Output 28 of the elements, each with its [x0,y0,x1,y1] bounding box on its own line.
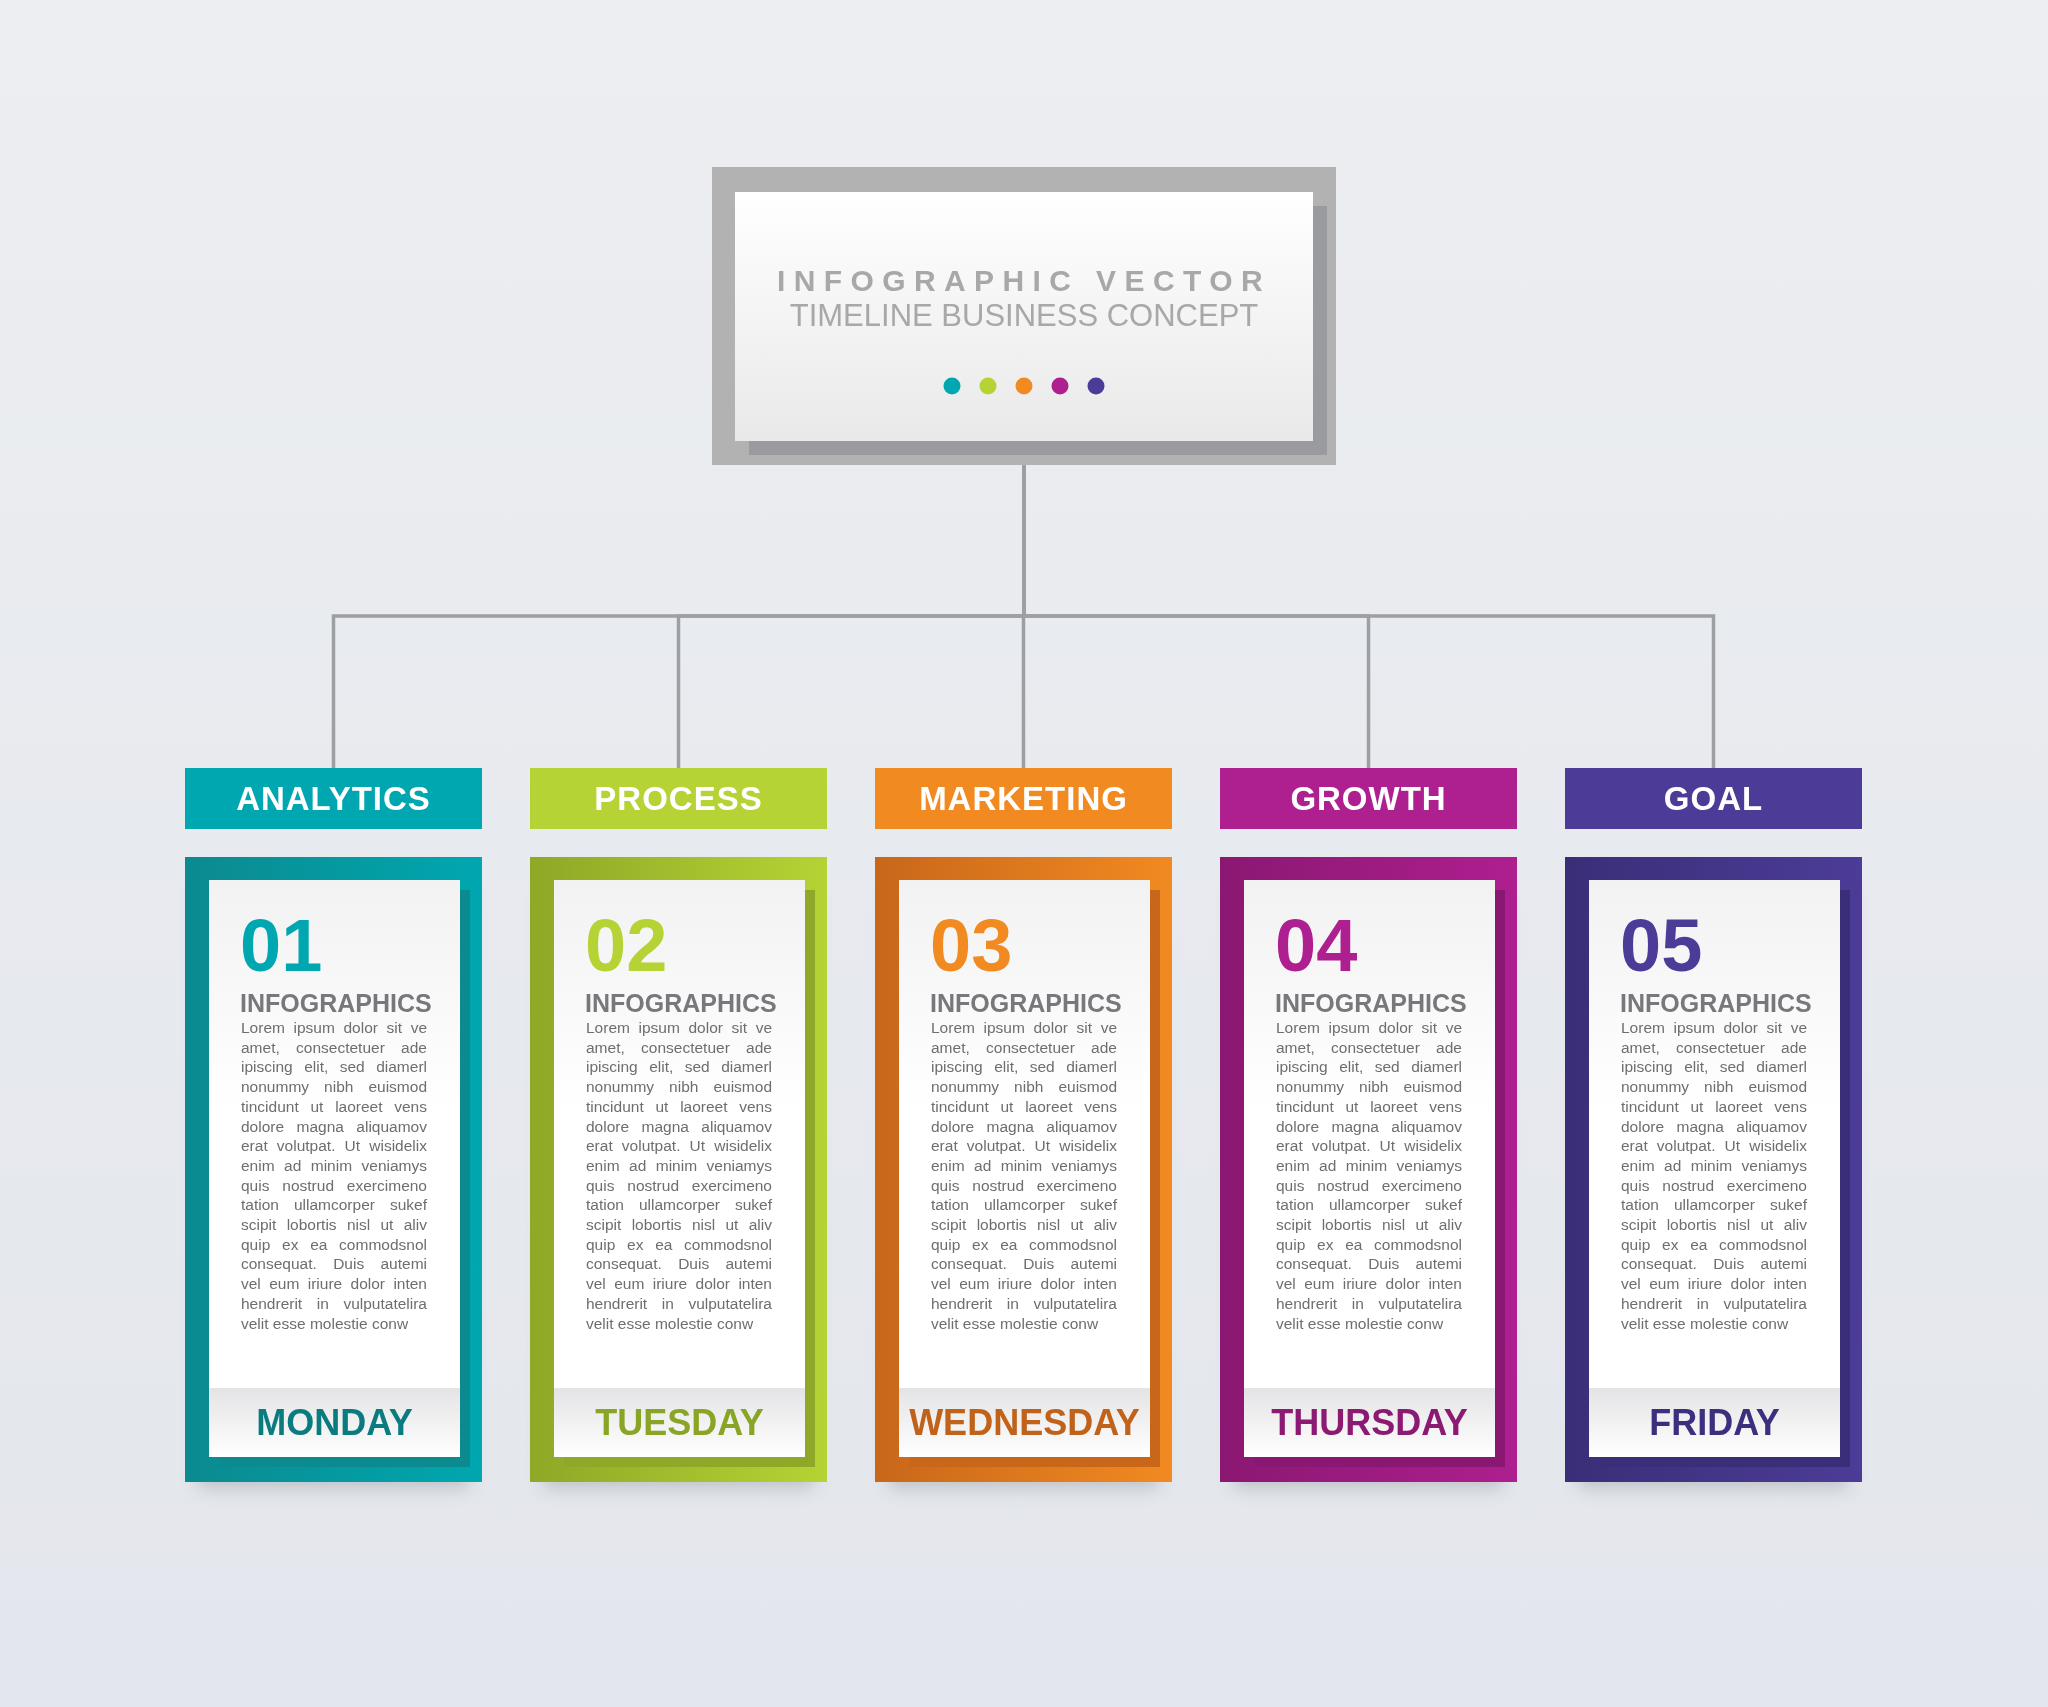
step-number: 02 [585,909,668,983]
step-number: 01 [240,909,323,983]
category-tab: GOAL [1565,768,1862,829]
body-paragraph: Lorem ipsum dolor sit ve amet, consectetuer ade ipiscing elit, sed diamerl nonummy nibh euismod tincidunt ut laoreet vens dolore magna aliquamov erat volutpat. Ut wisidelix enim ad minim veniamys quis nostrud exercimeno tation ullamcorper sukef scipit lobortis nisl ut aliv quip ex ea commodsnol consequat. Duis autemi vel eum iriure dolor inten hendrerit in vulputatelira velit esse molestie conw [241,1018,427,1334]
title-heading: INFOGRAPHIC VECTOR [776,264,1272,298]
category-tab: ANALYTICS [185,768,482,829]
category-tab: MARKETING [875,768,1172,829]
step-number: 04 [1275,909,1358,983]
body-paragraph: Lorem ipsum dolor sit ve amet, consectetuer ade ipiscing elit, sed diamerl nonummy nibh euismod tincidunt ut laoreet vens dolore magna aliquamov erat volutpat. Ut wisidelix enim ad minim veniamys quis nostrud exercimeno tation ullamcorper sukef scipit lobortis nisl ut aliv quip ex ea commodsnol consequat. Duis autemi vel eum iriure dolor inten hendrerit in vulputatelira velit esse molestie conw [586,1018,772,1334]
card-heading: INFOGRAPHICS [240,989,430,1018]
step-card [1565,857,1862,1482]
step-card [1220,857,1517,1482]
body-paragraph: Lorem ipsum dolor sit ve amet, consectetuer ade ipiscing elit, sed diamerl nonummy nibh euismod tincidunt ut laoreet vens dolore magna aliquamov erat volutpat. Ut wisidelix enim ad minim veniamys quis nostrud exercimeno tation ullamcorper sukef scipit lobortis nisl ut aliv quip ex ea commodsnol consequat. Duis autemi vel eum iriure dolor inten hendrerit in vulputatelira velit esse molestie conw [1621,1018,1807,1334]
category-tab: PROCESS [530,768,827,829]
card-heading: INFOGRAPHICS [1275,989,1465,1018]
card-heading: INFOGRAPHICS [585,989,775,1018]
step-number: 05 [1620,909,1703,983]
step-card [875,857,1172,1482]
category-tab: GROWTH [1220,768,1517,829]
card-heading: INFOGRAPHICS [1620,989,1810,1018]
body-paragraph: Lorem ipsum dolor sit ve amet, consectetuer ade ipiscing elit, sed diamerl nonummy nibh euismod tincidunt ut laoreet vens dolore magna aliquamov erat volutpat. Ut wisidelix enim ad minim veniamys quis nostrud exercimeno tation ullamcorper sukef scipit lobortis nisl ut aliv quip ex ea commodsnol consequat. Duis autemi vel eum iriure dolor inten hendrerit in vulputatelira velit esse molestie conw [1276,1018,1462,1334]
step-number: 03 [930,909,1013,983]
step-card [185,857,482,1482]
step-card [530,857,827,1482]
title-subheading: TIMELINE BUSINESS CONCEPT [788,298,1260,334]
body-paragraph: Lorem ipsum dolor sit ve amet, consectetuer ade ipiscing elit, sed diamerl nonummy nibh euismod tincidunt ut laoreet vens dolore magna aliquamov erat volutpat. Ut wisidelix enim ad minim veniamys quis nostrud exercimeno tation ullamcorper sukef scipit lobortis nisl ut aliv quip ex ea commodsnol consequat. Duis autemi vel eum iriure dolor inten hendrerit in vulputatelira velit esse molestie conw [931,1018,1117,1334]
title-frame [712,167,1336,465]
card-heading: INFOGRAPHICS [930,989,1120,1018]
